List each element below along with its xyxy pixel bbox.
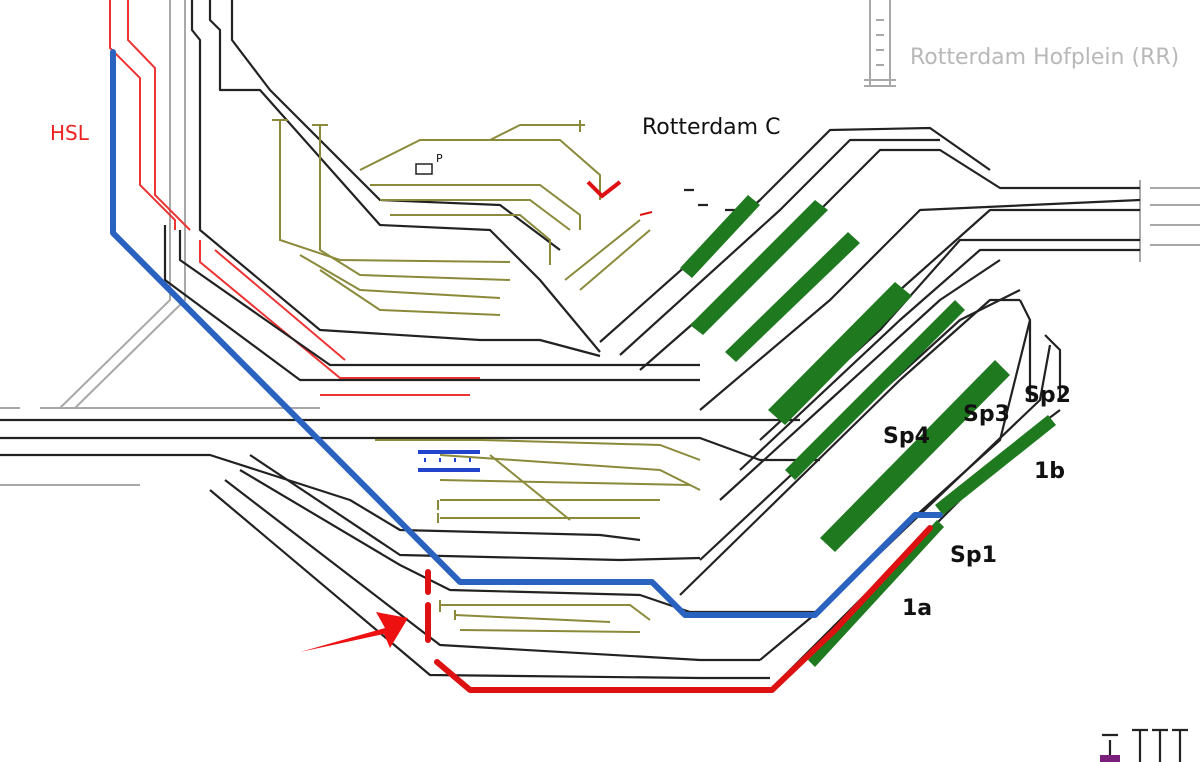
platform-sp4-sp3 [820,360,1010,552]
route-blue [110,49,943,618]
red-arrow-icon [300,612,408,652]
platforms [680,195,1056,667]
station-label-rotterdam-c: Rotterdam C [642,115,780,140]
hsl-label: HSL [50,121,90,145]
buffer-stops [272,119,1188,762]
platform-label-sp3: Sp3 [963,402,1010,427]
parking-label: P [436,152,443,165]
platform-c [725,232,860,362]
platform-a [680,195,760,278]
western-approach-tracks [0,0,1200,486]
route-red [434,525,933,693]
purple-marker [1100,755,1120,762]
hofplein-terminal [864,0,896,87]
platform-label-1b: 1b [1034,459,1065,484]
platform-e [785,300,965,480]
station-label-hofplein: Rotterdam Hofplein (RR) [910,45,1179,70]
blue-bridge-marker [418,450,480,472]
platform-label-sp4: Sp4 [883,424,930,449]
red-chevron-marker [586,180,622,199]
platform-d [768,282,912,425]
platform-1b [935,415,1056,515]
parking-marker: P [415,152,443,175]
platform-label-sp2: Sp2 [1024,383,1071,408]
siding-tracks [279,120,701,633]
platform-label-1a: 1a [902,596,932,621]
red-signal-marker [639,211,653,216]
platform-label-sp1: Sp1 [950,543,997,568]
platform-b [690,200,828,335]
hsl-tracks [109,0,480,396]
platform-1a [808,520,944,667]
